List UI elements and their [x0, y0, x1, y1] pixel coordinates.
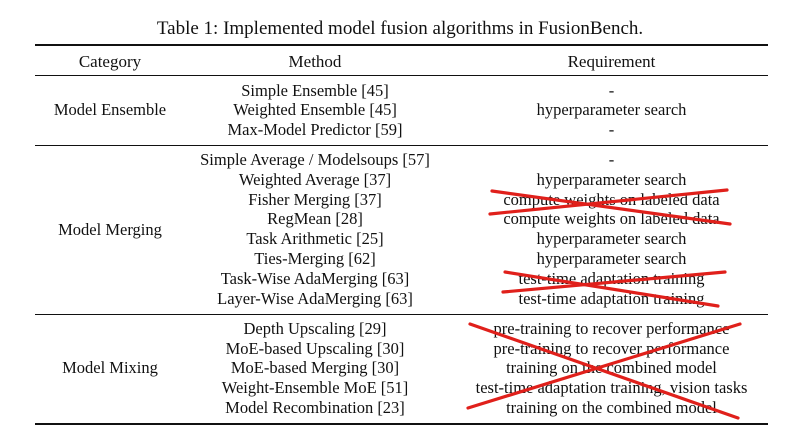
- requirement-cell-struck: compute weights on labeled data: [503, 190, 720, 209]
- category-model-mixing: Model Mixing: [62, 358, 158, 377]
- method-cell: Task-Wise AdaMerging [63]: [220, 269, 410, 288]
- requirement-cell: hyperparameter search: [536, 229, 687, 248]
- category-model-merging: Model Merging: [58, 220, 162, 239]
- method-cell: Depth Upscaling [29]: [243, 319, 387, 338]
- header-method: Method: [288, 52, 342, 71]
- requirement-cell-struck: pre-training to recover performance: [493, 319, 730, 338]
- method-cell: Max-Model Predictor [59]: [227, 120, 403, 139]
- method-cell: Model Recombination [23]: [225, 398, 405, 417]
- requirement-cell-struck: training on the combined model: [506, 398, 717, 417]
- method-cell: MoE-based Upscaling [30]: [225, 339, 405, 358]
- requirement-cell: hyperparameter search: [536, 170, 687, 189]
- group-rule: [35, 145, 768, 146]
- group-rule: [35, 314, 768, 315]
- bottom-rule: [35, 423, 768, 425]
- requirement-cell-struck: compute weights on labeled data: [503, 209, 720, 228]
- requirement-cell-struck: test-time adaptation training: [518, 289, 705, 308]
- requirement-cell: -: [608, 120, 615, 139]
- method-cell: Layer-Wise AdaMerging [63]: [217, 289, 413, 308]
- method-cell: Simple Average / Modelsoups [57]: [200, 150, 430, 169]
- method-cell: Weighted Ensemble [45]: [233, 100, 397, 119]
- method-cell: Simple Ensemble [45]: [241, 81, 389, 100]
- method-cell: MoE-based Merging [30]: [230, 358, 400, 377]
- method-cell: Task Arithmetic [25]: [246, 229, 384, 248]
- method-cell: Ties-Merging [62]: [254, 249, 376, 268]
- method-cell: Weighted Average [37]: [238, 170, 392, 189]
- requirement-cell: hyperparameter search: [536, 249, 687, 268]
- requirement-cell: hyperparameter search: [536, 100, 687, 119]
- header-category: Category: [78, 52, 142, 71]
- requirement-cell-struck: training on the combined model: [506, 358, 717, 377]
- method-cell: Weight-Ensemble MoE [51]: [221, 378, 409, 397]
- requirement-cell-struck: test-time adaptation training: [518, 269, 705, 288]
- header-requirement: Requirement: [567, 52, 656, 71]
- requirement-cell-struck: pre-training to recover performance: [493, 339, 730, 358]
- requirement-cell: -: [608, 81, 615, 100]
- table-caption: Table 1: Implemented model fusion algori…: [156, 18, 644, 39]
- top-rule: [35, 44, 768, 46]
- requirement-cell: -: [608, 150, 615, 169]
- header-rule: [35, 75, 768, 76]
- requirement-cell-struck: test-time adaptation training, vision ta…: [475, 378, 748, 397]
- method-cell: Fisher Merging [37]: [248, 190, 382, 209]
- category-model-ensemble: Model Ensemble: [53, 100, 167, 119]
- method-cell: RegMean [28]: [267, 209, 363, 228]
